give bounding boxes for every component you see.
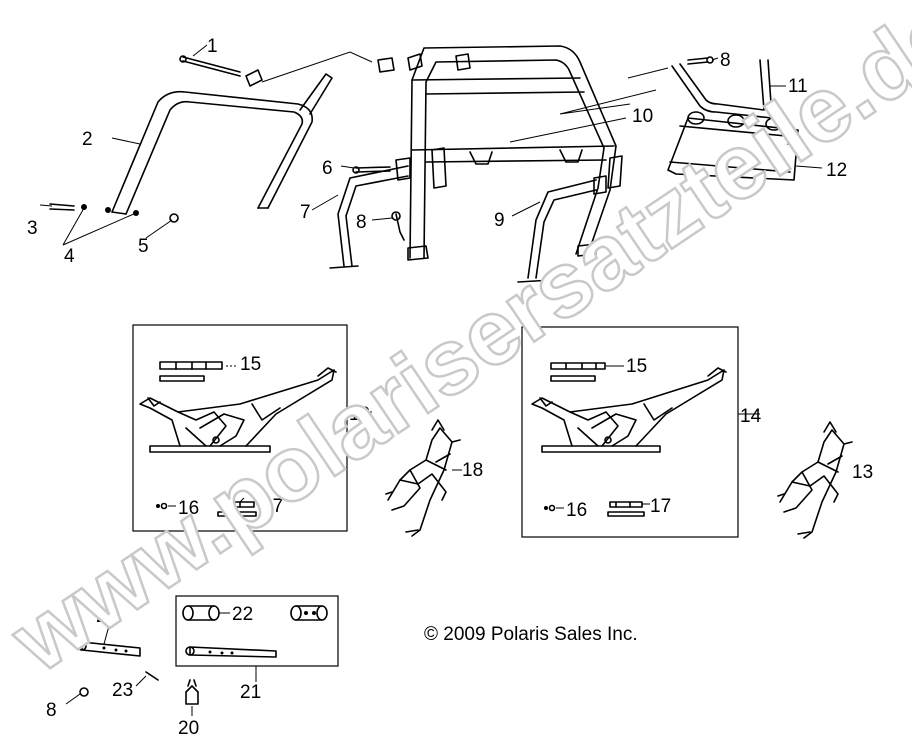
callout-8-bottom: 8 (46, 700, 57, 721)
watermark: www.polarisersatzteile.de (0, 0, 912, 693)
kit-box-21 (175, 595, 339, 682)
callout-7: 7 (300, 202, 311, 223)
bottom-left-parts (65, 621, 199, 716)
callout-4: 4 (64, 246, 75, 267)
callout-19: 19 (349, 404, 370, 425)
side-brace-9 (517, 175, 607, 283)
callout-24: 24 (96, 606, 118, 627)
callout-16-right: 16 (566, 500, 587, 521)
bolts-6-8 (352, 166, 405, 241)
main-roll-cage (377, 45, 623, 261)
bushing-22 (182, 605, 328, 621)
callout-15-right: 15 (626, 356, 647, 377)
callout-11: 11 (788, 76, 808, 97)
bolt-1 (179, 55, 241, 77)
callout-15-left: 15 (240, 354, 261, 375)
callout-18: 18 (462, 460, 483, 481)
copyright-notice: © 2009 Polaris Sales Inc. (424, 624, 638, 645)
door-assembly-18 (385, 419, 462, 537)
callout-3: 3 (27, 218, 38, 239)
door-frame-14 (531, 367, 727, 453)
callout-labels: 1 2 3 4 5 6 7 8 9 10 8 11 12 15 19 16 17… (27, 36, 873, 739)
callout-6: 6 (322, 158, 333, 179)
canopy-12 (667, 111, 801, 181)
callout-17-right: 17 (650, 496, 671, 517)
callout-20: 20 (178, 718, 199, 739)
box-leader-lines (239, 497, 245, 503)
callout-8-top: 8 (720, 50, 731, 71)
callout-5: 5 (138, 236, 149, 257)
callout-14: 14 (740, 406, 762, 427)
callout-9: 9 (494, 210, 505, 231)
tube-21 (185, 646, 277, 658)
door-frame-19 (139, 367, 337, 453)
callout-10: 10 (632, 106, 653, 127)
callout-13: 13 (852, 462, 873, 483)
top-leader-lines (39, 44, 823, 246)
front-roll-bar (111, 69, 333, 215)
callout-23: 23 (112, 680, 133, 701)
callout-2: 2 (82, 129, 93, 150)
kit-box-19 (132, 324, 372, 532)
callout-8-mid: 8 (356, 212, 367, 233)
kit-box-14 (521, 326, 760, 538)
callout-1: 1 (207, 36, 218, 57)
callout-21: 21 (240, 682, 261, 703)
callout-16-left: 16 (178, 498, 199, 519)
callout-12: 12 (826, 160, 847, 181)
hardware-3-4-5 (49, 203, 179, 223)
callout-17-left: 17 (262, 496, 283, 517)
door-assembly-13 (777, 421, 853, 539)
rear-brace-11 (671, 56, 773, 119)
callout-22: 22 (232, 604, 253, 625)
